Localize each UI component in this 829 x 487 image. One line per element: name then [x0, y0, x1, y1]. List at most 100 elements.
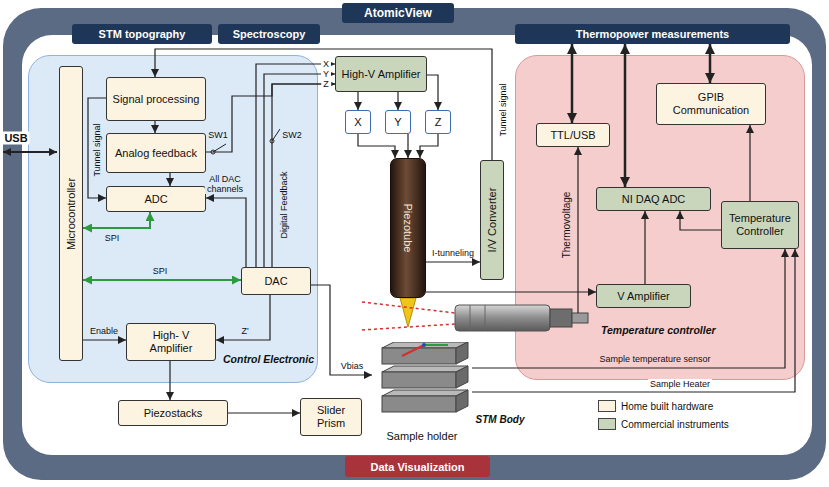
amplifier-box: High- V Amplifier [126, 323, 216, 361]
signal-label: SPI [151, 266, 170, 276]
temperature-panel: Temperature controllerTTL/USBGPIB Commun… [515, 55, 805, 380]
signal-wire [749, 125, 750, 201]
signal-label: Tunnel signal [498, 81, 508, 138]
node-label: Sample holder [372, 430, 472, 442]
node-label: TTL/USB [550, 129, 595, 142]
signal-wire [357, 92, 358, 110]
signal-wire [644, 211, 645, 284]
signal-label: Vbias [339, 361, 366, 371]
signal-wire [169, 361, 170, 400]
signal-label: I-tunneling [430, 248, 476, 258]
node-label: ADC [144, 193, 167, 206]
laser-line [362, 302, 455, 313]
spi-bus [83, 212, 150, 228]
signal-wire [358, 134, 395, 158]
node-label: Temperature Controller [726, 212, 794, 238]
software-tab: Thermopower measurements [515, 24, 790, 44]
software-tab: Spectroscopy [218, 24, 320, 44]
node-label: Piezostacks [144, 407, 203, 420]
signal-wire [397, 92, 398, 110]
signal-label: Enable [88, 326, 120, 336]
signal-wire [472, 249, 785, 368]
data-link [709, 44, 712, 83]
axis-label: Z [321, 79, 331, 90]
node-label: Data Visualization [371, 461, 465, 473]
channel-box: X [345, 110, 371, 134]
instrument-box: Temperature Controller [721, 201, 799, 249]
panel-title: Control Electronic [223, 353, 314, 365]
signal-wire [83, 339, 126, 340]
signal-wire [88, 98, 106, 198]
signal-wire [420, 134, 438, 158]
node-label: Signal processing [113, 93, 200, 106]
microcontroller-box: Microcontroller [59, 66, 83, 361]
signal-wire [680, 211, 721, 230]
signal-label: Thermovoltage [561, 190, 573, 261]
data-link [624, 44, 627, 187]
node-label: Spectroscopy [233, 28, 306, 40]
interface-box: TTL/USB [536, 123, 610, 147]
slider-box: Slider Prism [300, 398, 362, 436]
node-label: Z [435, 116, 442, 129]
software-tab: Data Visualization [345, 456, 490, 477]
node-label: DAC [264, 275, 287, 288]
laser-line [362, 324, 455, 330]
node-label: I/V Converter [486, 188, 498, 253]
node-label: Analog feedback [115, 147, 197, 160]
part-label: STM Body [474, 414, 527, 426]
thermovoltage-wire [577, 147, 578, 313]
actuator-box: Piezostacks [118, 400, 228, 426]
signal-wire [154, 121, 155, 133]
legend-label: Commercial instruments [621, 419, 729, 430]
legend-label: Home built hardware [621, 401, 713, 412]
process-box: Signal processing [106, 77, 206, 121]
piezotube: Piezotube [390, 158, 426, 298]
node-label: High-V Amplifier [342, 68, 421, 81]
node-label: GPIB Communication [661, 91, 761, 117]
signal-wire [272, 84, 335, 267]
spi-bus [83, 279, 241, 281]
node-label: Microcontroller [65, 177, 77, 249]
node-label: Piezotube [402, 204, 414, 253]
signal-wire [206, 84, 335, 152]
panel-title: AtomicView [342, 3, 454, 23]
instrument-box: V Amplifier [596, 284, 691, 308]
stm-tip [400, 298, 416, 327]
usb-label: USB [2, 132, 29, 145]
legend-swatch [598, 400, 616, 412]
signal-wire [426, 261, 480, 262]
process-box: ADC [106, 186, 206, 212]
signal-label: Tunnel signal [92, 121, 102, 178]
signal-wire [216, 295, 270, 340]
node-label: Thermopower measurements [576, 28, 729, 40]
amplifier-box: High-V Amplifier [335, 56, 427, 92]
sample-holder-drawing [372, 342, 472, 416]
process-box: DAC [241, 267, 311, 295]
signal-label: All DAC channels [205, 174, 245, 194]
temperature-probe [455, 305, 588, 331]
switch-label: SW1 [206, 130, 230, 141]
signal-label: Z' [239, 326, 250, 336]
instrument-box: NI DAQ ADC [596, 187, 711, 211]
signal-label: Digital Feedback [279, 169, 289, 240]
sample-holder: Sample holder [372, 342, 472, 442]
interface-box: GPIB Communication [656, 83, 766, 125]
legend-swatch [598, 418, 616, 430]
legend-row: Commercial instruments [598, 418, 729, 430]
converter-box: I/V Converter [480, 160, 504, 280]
signal-wire [155, 49, 492, 160]
node-label: High- V Amplifier [131, 329, 211, 355]
signal-wire [472, 249, 795, 392]
signal-wire [264, 74, 335, 267]
signal-label: Sample Heater [648, 379, 712, 389]
node-label: V Amplifier [617, 290, 670, 303]
channel-box: Y [385, 110, 411, 134]
node-label: Y [394, 116, 401, 129]
usb-cable [3, 151, 57, 153]
signal-wire [311, 285, 372, 375]
signal-wire [427, 75, 438, 110]
signal-wire [228, 412, 300, 413]
signal-wire [256, 64, 335, 267]
node-label: NI DAQ ADC [622, 193, 686, 206]
electronics-panel: Control Electronic Microcontroller Signal … [28, 55, 318, 383]
